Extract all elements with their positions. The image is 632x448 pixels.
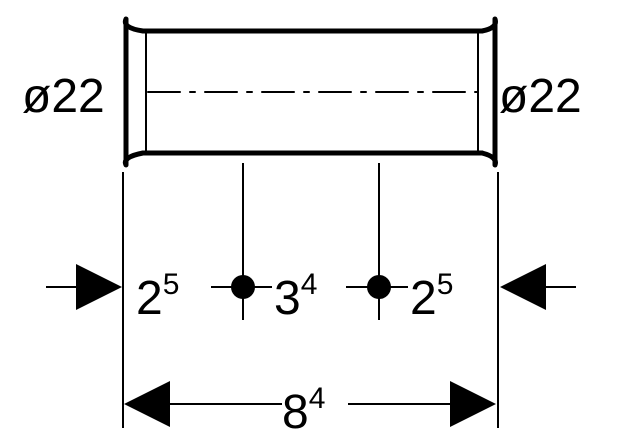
segment-dimension <box>46 264 576 310</box>
extension-lines <box>122 163 499 428</box>
segment-label-3-sup: 5 <box>437 268 454 301</box>
overall-arrow-right-head <box>450 381 496 427</box>
arrow-left-head <box>76 264 122 310</box>
segment-label-2: 34 <box>274 268 317 325</box>
overall-arrow-left-head <box>124 381 170 427</box>
overall-length-label: 84 <box>282 382 325 439</box>
left-diameter-label: ø22 <box>22 70 105 123</box>
fitting-left-bead <box>122 16 146 168</box>
segment-label-1-base: 2 <box>136 272 163 325</box>
overall-length-sup: 4 <box>309 382 326 415</box>
overall-length-base: 8 <box>282 386 309 439</box>
segment-label-3-base: 2 <box>410 272 437 325</box>
right-diameter-label: ø22 <box>499 70 582 123</box>
segment-label-1-sup: 5 <box>163 268 180 301</box>
dimension-dot-left <box>231 275 255 299</box>
segment-label-2-sup: 4 <box>301 268 318 301</box>
segment-label-2-base: 3 <box>274 272 301 325</box>
segment-label-3: 25 <box>410 268 453 325</box>
overall-dimension <box>124 381 496 427</box>
fitting-right-bead <box>479 16 498 168</box>
dimension-dot-right <box>367 275 391 299</box>
arrow-right-head <box>500 264 546 310</box>
segment-label-1: 25 <box>136 268 179 325</box>
fitting-body <box>122 16 498 168</box>
